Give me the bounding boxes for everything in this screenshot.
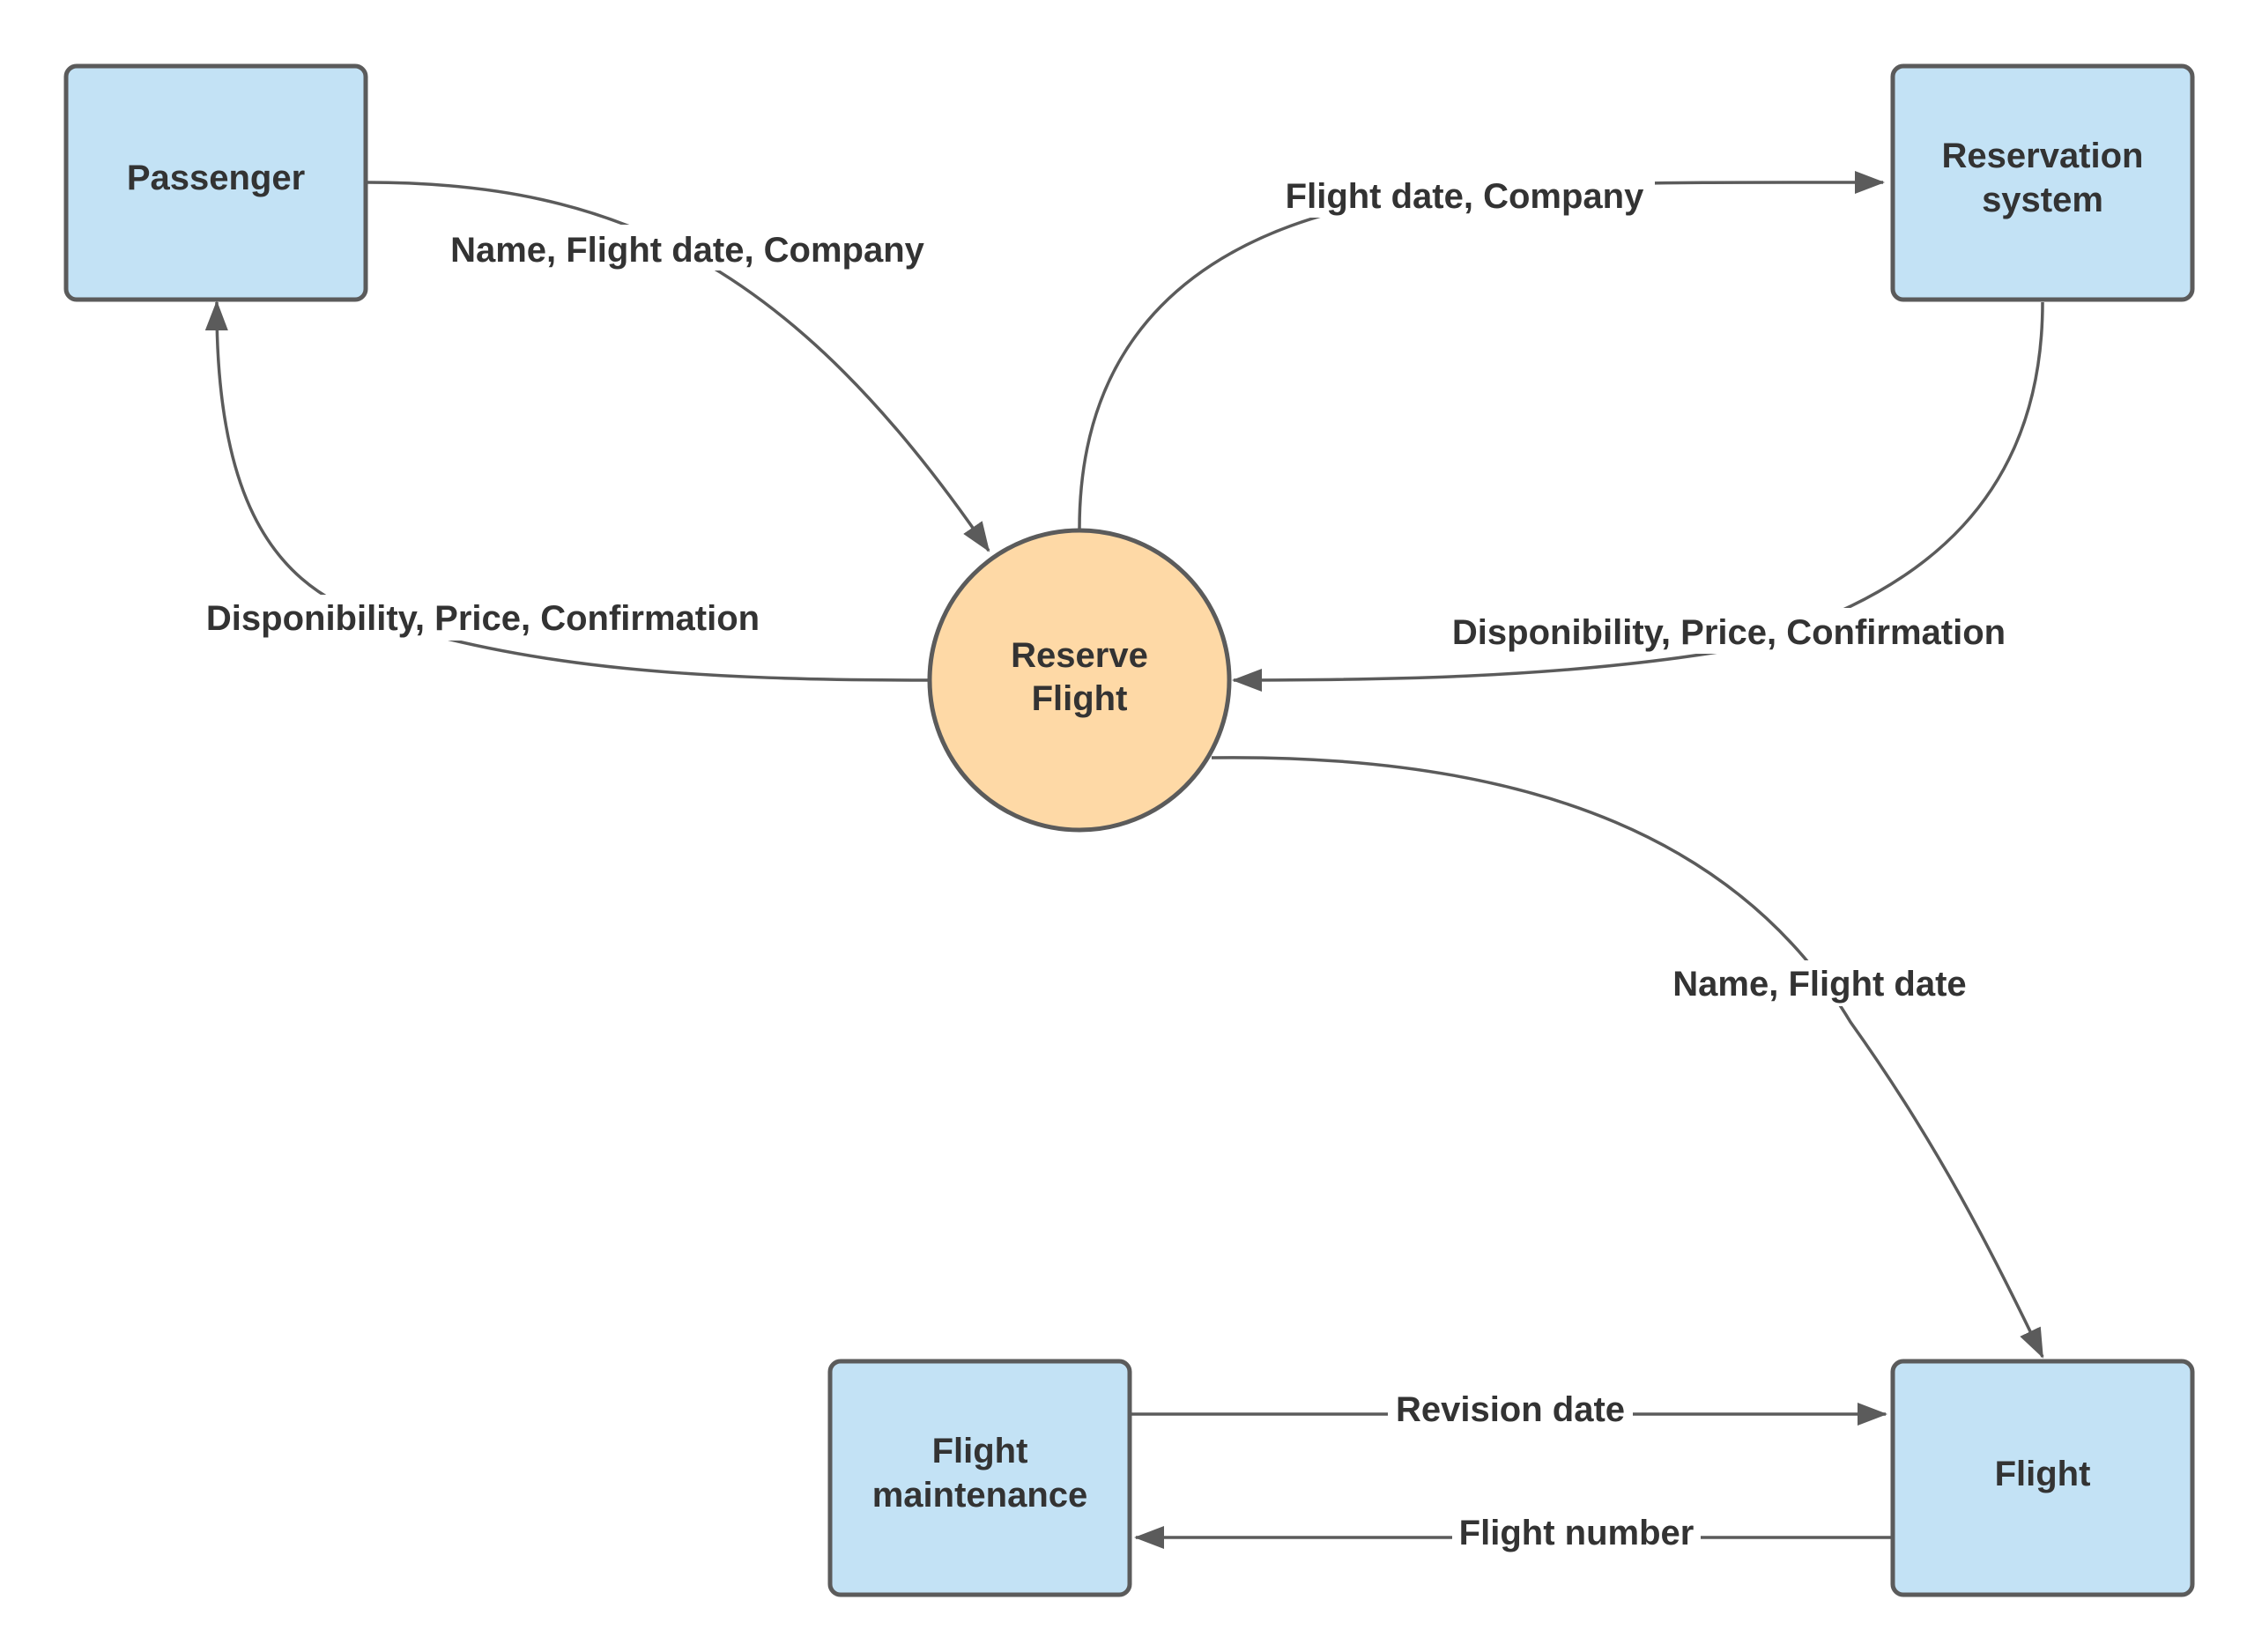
- node-label-line-1: Reservation: [1942, 137, 2144, 175]
- node-label-line-2: system: [1982, 181, 2103, 219]
- node-reserve-flight[interactable]: Reserve Flight: [927, 528, 1232, 833]
- node-passenger[interactable]: Passenger: [63, 63, 368, 302]
- edge-label-maintenance-to-flight: Revision date: [1388, 1390, 1633, 1436]
- edge-label-text: Name, Flight date, Company: [450, 231, 925, 270]
- node-flight[interactable]: Flight: [1890, 1359, 2195, 1597]
- node-label: Flight: [1995, 1455, 2091, 1493]
- node-label: Passenger: [127, 159, 305, 197]
- edge-label-text: Flight date, Company: [1286, 177, 1644, 216]
- edge-label-reserve-to-passenger: Disponibility, Price, Confirmation: [190, 595, 775, 641]
- edge-label-passenger-to-reserve: Name, Flight date, Company: [439, 225, 936, 270]
- edge-label-reservation-system-to-reserve: Disponibility, Price, Confirmation: [1436, 608, 2021, 654]
- node-flight-maintenance[interactable]: Flight maintenance: [827, 1359, 1132, 1597]
- node-label-line-1: Flight: [932, 1432, 1028, 1471]
- edge-label-text: Flight number: [1459, 1514, 1695, 1552]
- node-reservation-system[interactable]: Reservation system: [1890, 63, 2195, 302]
- node-label-line-1: Reserve: [1011, 636, 1148, 675]
- edge-label-reserve-to-flight: Name, Flight date: [1661, 960, 1978, 1006]
- edge-label-flight-to-maintenance: Flight number: [1452, 1514, 1701, 1559]
- edge-label-text: Disponibility, Price, Confirmation: [1452, 613, 2006, 652]
- node-label-line-2: maintenance: [872, 1476, 1088, 1515]
- node-label-line-2: Flight: [1032, 679, 1128, 718]
- edge-reserve-to-reservation-system: [1078, 170, 1885, 530]
- edge-label-reserve-to-reservation-system: Flight date, Company: [1274, 172, 1655, 218]
- edge-label-text: Disponibility, Price, Confirmation: [206, 599, 760, 638]
- edge-reserve-to-flight: [1211, 756, 2044, 1359]
- edge-label-text: Revision date: [1396, 1390, 1625, 1429]
- edge-label-text: Name, Flight date: [1672, 965, 1966, 1004]
